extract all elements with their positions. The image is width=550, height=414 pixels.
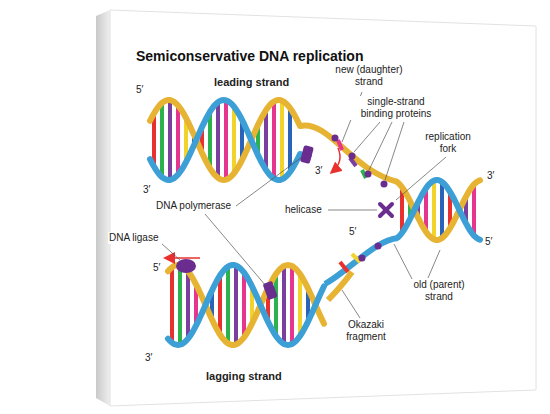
strand-end-label: 3′: [144, 352, 153, 364]
blue-strand: [168, 265, 324, 345]
callout-label: lagging strand: [205, 370, 283, 382]
callout-label: single-strand binding proteins: [350, 96, 442, 120]
base-pair: [168, 100, 172, 180]
base-pair: [432, 181, 436, 240]
callout-label: DNA polymerase: [155, 200, 232, 212]
strand-end-label: 5′: [135, 84, 144, 96]
base-pair: [298, 274, 302, 336]
gold-strand: [150, 100, 300, 180]
base-pair: [288, 108, 292, 172]
title: Semiconservative DNA replication: [136, 48, 363, 64]
strand-end-label: 5′: [484, 236, 493, 248]
gold-strand: [168, 265, 324, 345]
gold-strand: [398, 180, 480, 240]
helices: [150, 100, 480, 345]
base-pairs: [338, 140, 366, 272]
dna-ligase: [176, 259, 196, 273]
strand-end-label: 5′: [152, 262, 161, 274]
strand-end-label: 5′: [348, 226, 357, 238]
blue-strand: [150, 100, 300, 180]
okazaki-fragment: [328, 272, 352, 300]
base-pair: [472, 184, 476, 235]
dna-polymerase: [300, 145, 314, 164]
callout-label: old (parent) strand: [400, 279, 478, 303]
ssb-proteins: [332, 135, 388, 262]
base-pair: [234, 266, 238, 345]
callout-label: helicase: [284, 204, 323, 216]
helicase-symbol: [380, 204, 392, 216]
strand-end-label: 3′: [142, 184, 151, 196]
base-pair: [242, 273, 246, 338]
base-pair: [178, 265, 182, 344]
base-pair: [218, 276, 222, 335]
base-pair: [216, 102, 220, 178]
callout-label: leading strand: [213, 76, 290, 88]
base-pair: [176, 105, 180, 174]
base-pair: [170, 267, 174, 342]
callout-label: new (daughter) strand: [328, 64, 410, 88]
callout-label: replication fork: [416, 131, 480, 155]
base-pair: [282, 266, 286, 344]
parent-strand: [325, 238, 398, 284]
base-pair: [280, 101, 284, 180]
base-pair: [224, 100, 228, 179]
direction-arrow: [332, 148, 340, 172]
base-pair: [290, 266, 294, 344]
callout-label: DNA ligase: [108, 232, 159, 244]
strand-end-label: 3′: [486, 170, 495, 182]
blue-strand: [398, 180, 480, 240]
base-pair: [440, 182, 444, 238]
base-pair: [232, 107, 236, 174]
dna-polymerase: [263, 281, 278, 300]
base-pair: [272, 101, 276, 178]
base-pair: [160, 103, 164, 177]
strand-end-label: 3′: [314, 165, 323, 177]
base-pair: [226, 267, 230, 344]
canvas-face: [110, 10, 536, 406]
base-pair: [186, 271, 190, 338]
direction-arrow: [166, 257, 200, 259]
canvas-side: [96, 10, 110, 406]
base-pair: [274, 274, 278, 336]
base-pair: [264, 110, 268, 170]
callout-label: Okazaki fragment: [332, 319, 400, 343]
parent-strand: [300, 126, 398, 182]
